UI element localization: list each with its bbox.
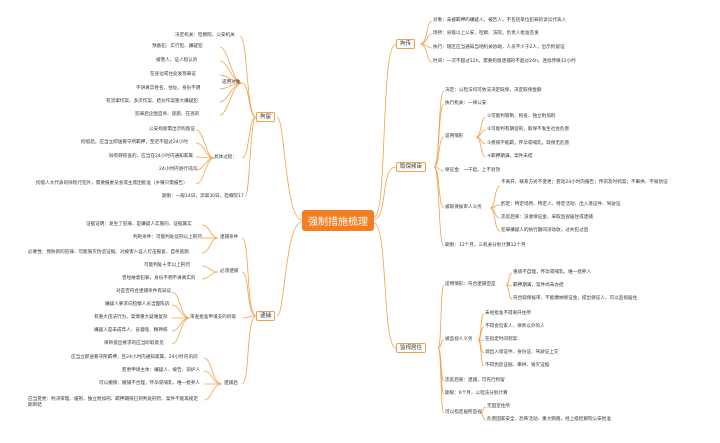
branch-surveillance[interactable]: 监视居住 [396, 343, 427, 353]
branch-bail[interactable]: 取保候审 [396, 162, 427, 172]
surveillance-designated-label: 可以指定居所监视 [445, 410, 482, 415]
list-item: 不得会见家人、律师以外的人 [485, 324, 545, 329]
list-item: 变更申请主体：嫌疑人、被告、辩护人 [122, 368, 201, 373]
list-item: 嫌疑人是未成年人、盲聋哑、精神病 [94, 328, 168, 333]
detention-case-types-label: 适用对象 [222, 80, 241, 85]
list-item: 曾经故意犯罪，身份不明不讲真实的 [122, 276, 196, 281]
list-item: 应当立即送看守所羁押，且24小时内通知家属，24小时内讯问 [71, 355, 198, 360]
list-item: 不离开、联系方式不变更；变动24小时内报告；传讯及时到案；不串供、不毁伪证 [501, 180, 668, 185]
arrest-review-label: 审查批准申请支的听取 [190, 315, 236, 320]
list-item: 应当变更：判决审理、缓刑、独立附加刑、羁押期限已到判处刑罚、案件不能再规定期审结 [28, 397, 198, 408]
list-item: 羁押期满，案件尚未办结 [513, 283, 564, 288]
list-item: 证据证明：发生了犯罪、是嫌疑人实施的、证据属实 [86, 222, 192, 227]
list-item: 24小时内进行讯问 [159, 167, 198, 172]
list-item: 判刑条件：可能判处徒刑以上刑罚 [133, 235, 202, 240]
list-item: 在指定时间到案 [485, 337, 518, 342]
bail-situations-label: 适用情形 [445, 134, 464, 139]
list-item: 在身边或住处发现罪证 [150, 72, 196, 77]
detention-decision-org: 决定机关：检察院、公安机关 [175, 33, 235, 38]
list-item: 公安拘留需出示拘留证 [149, 127, 195, 132]
list-item: 执行：辖区应当通知当地机关协助，人员不少于2人，出示拘留证 [433, 45, 565, 50]
list-item: ③疾病不能羁，怀孕或哺乳，取保无危害 [487, 141, 570, 146]
surveillance-term: 期限：6个月，公检法分别计算 [445, 391, 508, 396]
list-item: 对是否符合逮捕条件有异议 [116, 289, 172, 294]
list-item: 律师提出要求的应当听取意见 [104, 341, 164, 346]
list-item: 犯罪嫌疑人的执行期间没动收，过失犯过后 [501, 228, 589, 233]
list-item: 嫌疑人要求向检察人员当面陈诉 [105, 302, 170, 307]
list-item: 场所：县级以上公安、检察、法院，负责人批准签发 [433, 31, 539, 36]
branch-arrest[interactable]: 逮捕 [256, 311, 276, 321]
detention-procedure-label: 具体过程： [214, 155, 237, 160]
bail-obligations-label: 被取保候审人义务 [445, 205, 482, 210]
list-item: 除有碍侦查的，应当在24小时内通知家属 [109, 154, 193, 159]
list-item: 可能判处十年以上刑罚 [144, 263, 190, 268]
list-item: 可以撤销：撤捕不合理，怀孕或哺乳、唯一抚养人 [99, 381, 201, 386]
list-item: ①可能判管制、拘役、独立附加刑 [487, 114, 556, 119]
arrest-conditions-label: 逮捕条件 [220, 235, 239, 240]
list-item: 危害国家安全、恐怖活动、重大贿赂，经上级检察院公安批准 [487, 417, 612, 422]
arrest-after-label: 逮捕后 [224, 381, 238, 386]
root-topic[interactable]: 强制措施梳理 [302, 210, 374, 231]
list-item: 时间：一次不超过12h，需要拘留逮捕的不超过24h，连续传唤12小时 [433, 59, 576, 64]
list-item: 不讲真实姓名、住址、身份不明 [136, 86, 201, 91]
list-item: 犯罪后企图自杀、逃跑、在逃的 [135, 112, 200, 117]
surveillance-violation: 违反后果：逮捕，可先行拘留 [445, 378, 505, 383]
arrest-must-label: 必须逮捕 [220, 269, 239, 274]
list-item: 有流窜作案、多次作案、结伙作案重大嫌疑犯 [106, 99, 198, 104]
list-item: 拘留后，应当立即送看守所羁押，至迟不超过24小时 [81, 140, 188, 145]
list-item: 未经批准不得离开住所 [485, 311, 531, 316]
bail-execute: 执行机关：一律公安 [445, 101, 487, 106]
list-item: 无固定住所 [487, 404, 510, 409]
list-item: 符合取保候审，不能缴纳保证金，提出保证人，可以监视居住 [513, 296, 638, 301]
bail-term: 期限：12个月，三机关分别计算12个月 [445, 243, 526, 248]
list-item: ②可能判有期徒刑，取保不发生社会危害 [487, 127, 570, 132]
detention-term: 期限：一般14日，流窜30日，检察院17 [162, 194, 244, 199]
list-item: 不得伪造证据、串供、毁灭证据 [485, 363, 550, 368]
list-item: 有重大违法行为，案情重大疑难复杂 [94, 315, 168, 320]
list-item: 必要性：预防新的犯罪、可能毁灭伪造证据、对被害人证人打击报复、自杀逃跑 [28, 250, 189, 255]
bail-decision: 决定：公检法均可依法决定取保，决定取保金额 [445, 88, 542, 93]
branch-detention[interactable]: 拘留 [256, 112, 276, 122]
branch-summons[interactable]: 拘传 [396, 39, 416, 49]
surveillance-applicable-label: 适用情形：符合逮捕但是 [445, 282, 496, 287]
list-item: 拘留人大代表的除现行犯外，需要报委员会或主席团批准（乡镇只需报告） [36, 181, 188, 186]
list-item: 被害人、证人指认的 [156, 58, 198, 63]
surveillance-obligations-label: 被监视人义务 [445, 337, 473, 342]
list-item: 违反后果：没收保证金、采取监视居住或逮捕 [501, 215, 593, 220]
list-item: ④羁押期满，案件未结 [487, 154, 533, 159]
list-item: 对象：未被羁押的嫌疑人、被告人，不包括单位犯罪的诉讼代表人 [433, 18, 567, 23]
bail-methods: 保证金：一千起，上不封顶 [445, 168, 501, 173]
list-item: 重病不自理，怀孕或哺乳、唯一抚养人 [513, 270, 592, 275]
list-item: 预备犯、实行犯、嫌疑犯 [152, 44, 203, 49]
list-item: 调出入境证件、身份证、驾驶证上交 [485, 350, 559, 355]
list-item: 酌定：特定场所、特定人、特定活动、出入境证件、驾驶证 [501, 202, 621, 207]
